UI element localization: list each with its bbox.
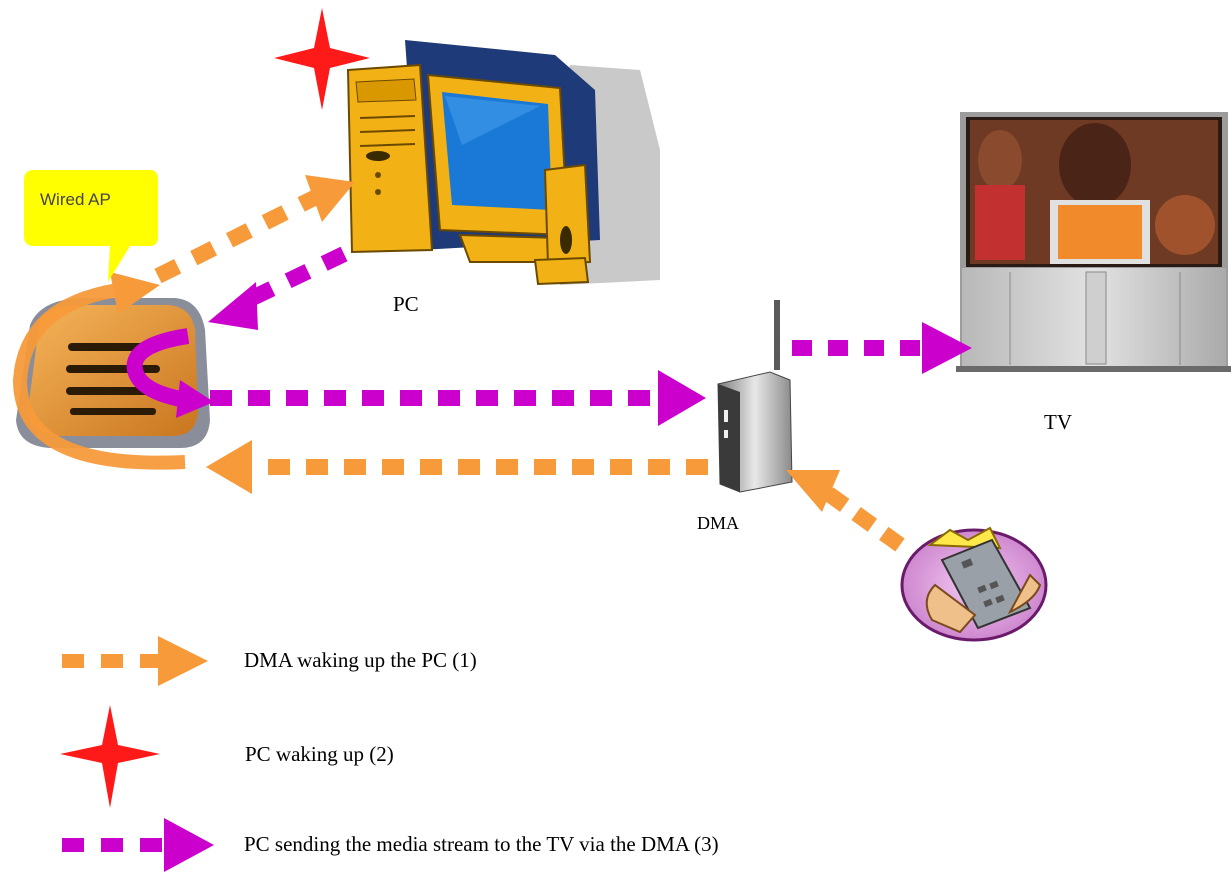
dma-label: DMA [697, 513, 740, 533]
tv-label: TV [1044, 410, 1072, 434]
pc-icon [346, 40, 660, 286]
legend-star-icon [60, 705, 160, 808]
legend-wake-arrow-icon [62, 636, 208, 686]
arrow-remote-to-dma [786, 470, 905, 552]
legend-stream-text: PC sending the media stream to the TV vi… [244, 832, 719, 856]
arrow-dma-to-router [206, 440, 708, 494]
wake-star-icon [274, 8, 370, 110]
legend-wake-text: DMA waking up the PC (1) [244, 648, 477, 672]
arrow-pc-to-router [208, 246, 348, 330]
remote-control-icon [900, 526, 1048, 642]
arrow-router-to-pc [154, 175, 355, 284]
wired-ap-label: Wired AP [40, 190, 111, 209]
pc-label: PC [393, 292, 419, 316]
legend-stream-arrow-icon [62, 818, 214, 872]
media-adapter-icon [717, 300, 793, 493]
wired-ap-callout [24, 170, 158, 282]
arrow-dma-to-tv [792, 322, 972, 374]
router-wake-curve [12, 272, 186, 470]
legend-pc-wake-text: PC waking up (2) [245, 742, 394, 766]
tv-icon [956, 112, 1231, 372]
arrow-router-to-dma [210, 370, 706, 426]
router-stream-curve [126, 328, 214, 418]
